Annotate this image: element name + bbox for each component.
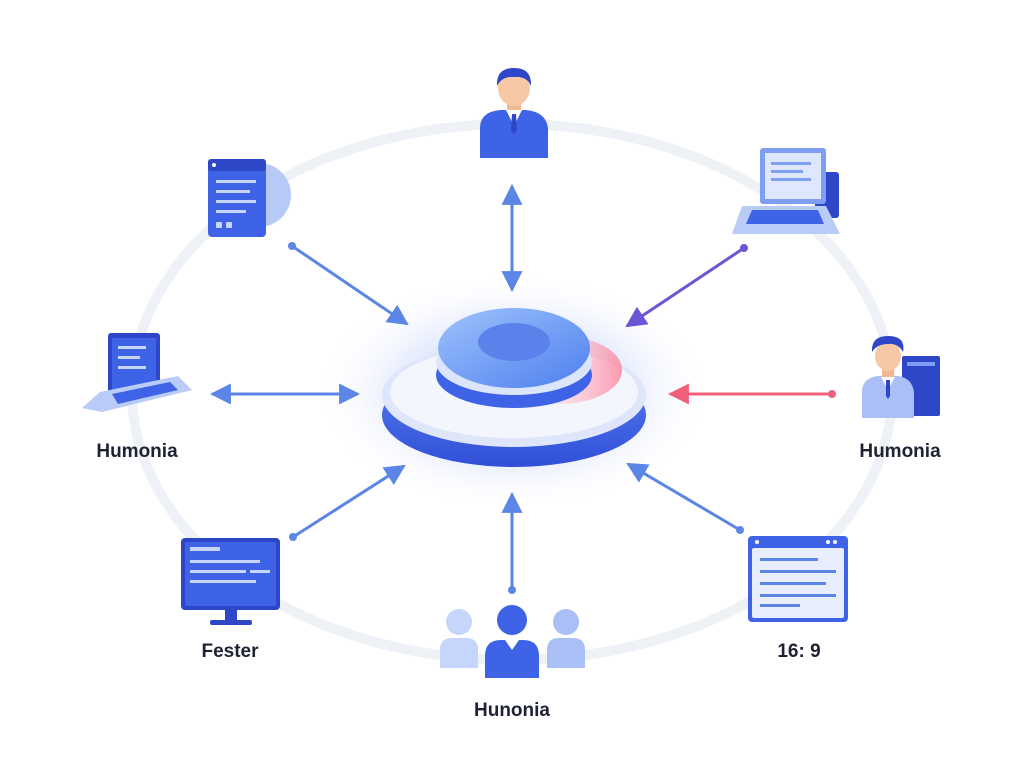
- right-person-node[interactable]: Humonia: [859, 336, 941, 462]
- laptop-icon: [732, 148, 840, 234]
- arrow-top-left: [291, 244, 409, 326]
- user-icon: [480, 68, 548, 158]
- browser-window-icon: [748, 536, 848, 622]
- monitor-icon: [181, 538, 280, 625]
- bottom-left-monitor-label: Fester: [201, 641, 259, 662]
- laptop-icon: [82, 333, 192, 412]
- left-laptop-label: Humonia: [96, 441, 178, 462]
- connection-arrows: [209, 183, 836, 594]
- bottom-left-monitor-node[interactable]: Fester: [181, 538, 280, 662]
- user-with-book-icon: [862, 336, 940, 418]
- document-icon: [208, 159, 291, 237]
- top-right-laptop-node[interactable]: [732, 148, 840, 234]
- bottom-right-window-node[interactable]: 16: 9: [748, 536, 848, 662]
- bottom-group-node[interactable]: Hunonia: [440, 605, 585, 721]
- user-group-icon: [440, 605, 585, 678]
- right-person-label: Humonia: [859, 441, 941, 462]
- bottom-group-label: Hunonia: [474, 700, 550, 721]
- central-platform-icon: [382, 308, 646, 467]
- arrow-top-right: [625, 246, 745, 328]
- arrow-bottom-right: [626, 462, 741, 532]
- left-laptop-node[interactable]: Humonia: [82, 333, 192, 462]
- arrow-bottom-left: [292, 464, 406, 539]
- bottom-right-window-label: 16: 9: [777, 641, 820, 662]
- top-left-document-node[interactable]: [208, 159, 291, 237]
- top-person-node[interactable]: [480, 68, 548, 158]
